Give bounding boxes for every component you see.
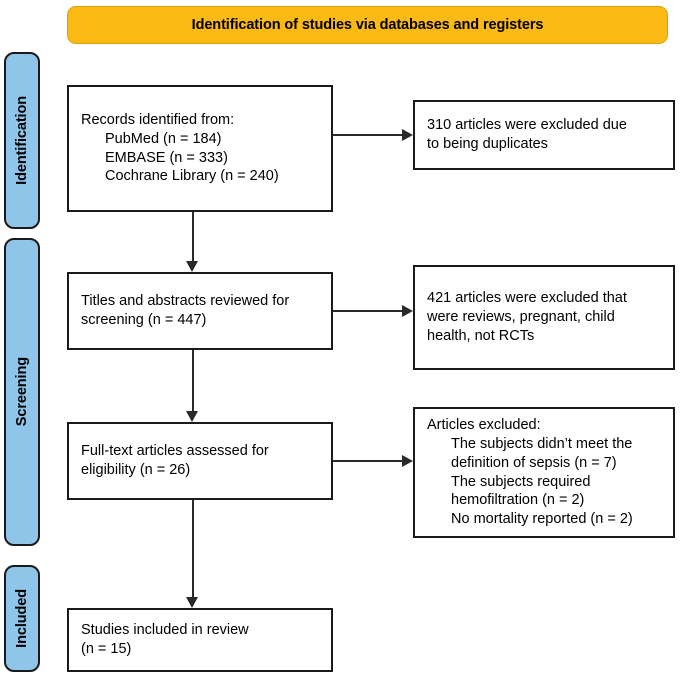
arrowhead-right-icon — [402, 129, 413, 141]
arrowhead-down-icon — [186, 597, 198, 608]
studies-included-line-1: Studies included in review — [81, 622, 249, 639]
records-identified-source-pubmed: PubMed (n = 184) — [105, 130, 222, 147]
excluded-duplicates-line-2: to being duplicates — [427, 136, 548, 152]
excluded-fulltext-reason-sepsis: The subjects didn’t meet the definition … — [451, 435, 637, 471]
stage-tab-screening-label: Screening — [14, 357, 30, 427]
excluded-screening-line-2: were reviews, pregnant, child — [427, 309, 615, 326]
stage-tab-identification-label: Identification — [14, 96, 30, 185]
connector-identified-to-screened — [192, 212, 194, 262]
excluded-screening-line-3: health, not RCTs — [427, 327, 535, 344]
connector-fulltext-to-exclusions — [333, 460, 403, 462]
stage-tab-included-label: Included — [14, 589, 30, 648]
arrowhead-right-icon — [402, 305, 413, 317]
box-records-identified: Records identified from: PubMed (n = 184… — [67, 85, 333, 212]
stage-tab-included: Included — [4, 565, 40, 672]
box-excluded-screening: 421 articles were excluded that were rev… — [413, 265, 675, 370]
arrowhead-down-icon — [186, 411, 198, 422]
connector-fulltext-to-included — [192, 500, 194, 598]
box-excluded-fulltext: Articles excluded: The subjects didn’t m… — [413, 407, 675, 538]
studies-included-line-2: (n = 15) — [81, 641, 132, 657]
records-identified-heading: Records identified from: — [81, 111, 235, 128]
excluded-fulltext-reason-no-mortality: No mortality reported (n = 2) — [451, 511, 633, 528]
titles-abstracts-line-2: screening (n = 447) — [81, 312, 207, 328]
connector-screened-to-fulltext — [192, 350, 194, 412]
records-identified-source-cochrane: Cochrane Library (n = 240) — [105, 168, 279, 185]
box-excluded-duplicates: 310 articles were excluded due to being … — [413, 100, 675, 170]
stage-tab-screening: Screening — [4, 238, 40, 546]
connector-screened-to-exclusions — [333, 310, 403, 312]
diagram-header-banner: Identification of studies via databases … — [67, 6, 668, 44]
box-studies-included: Studies included in review (n = 15) — [67, 608, 333, 672]
box-fulltext-assessed: Full-text articles assessed for eligibil… — [67, 422, 333, 500]
excluded-duplicates-line-1: 310 articles were excluded due — [427, 117, 627, 134]
fulltext-assessed-line-1: Full-text articles assessed for — [81, 443, 269, 460]
titles-abstracts-line-1: Titles and abstracts reviewed for — [81, 293, 290, 310]
arrowhead-right-icon — [402, 455, 413, 467]
fulltext-assessed-line-2: eligibility (n = 26) — [81, 462, 191, 478]
excluded-screening-line-1: 421 articles were excluded that — [427, 290, 627, 307]
stage-tab-identification: Identification — [4, 52, 40, 229]
records-identified-source-embase: EMBASE (n = 333) — [105, 149, 228, 166]
diagram-title: Identification of studies via databases … — [191, 17, 544, 33]
excluded-fulltext-reason-hemofiltration: The subjects required hemofiltration (n … — [451, 473, 595, 509]
box-titles-abstracts-screened: Titles and abstracts reviewed for screen… — [67, 272, 333, 350]
excluded-fulltext-heading: Articles excluded: — [427, 416, 541, 433]
connector-identified-to-duplicates — [333, 134, 403, 136]
arrowhead-down-icon — [186, 261, 198, 272]
